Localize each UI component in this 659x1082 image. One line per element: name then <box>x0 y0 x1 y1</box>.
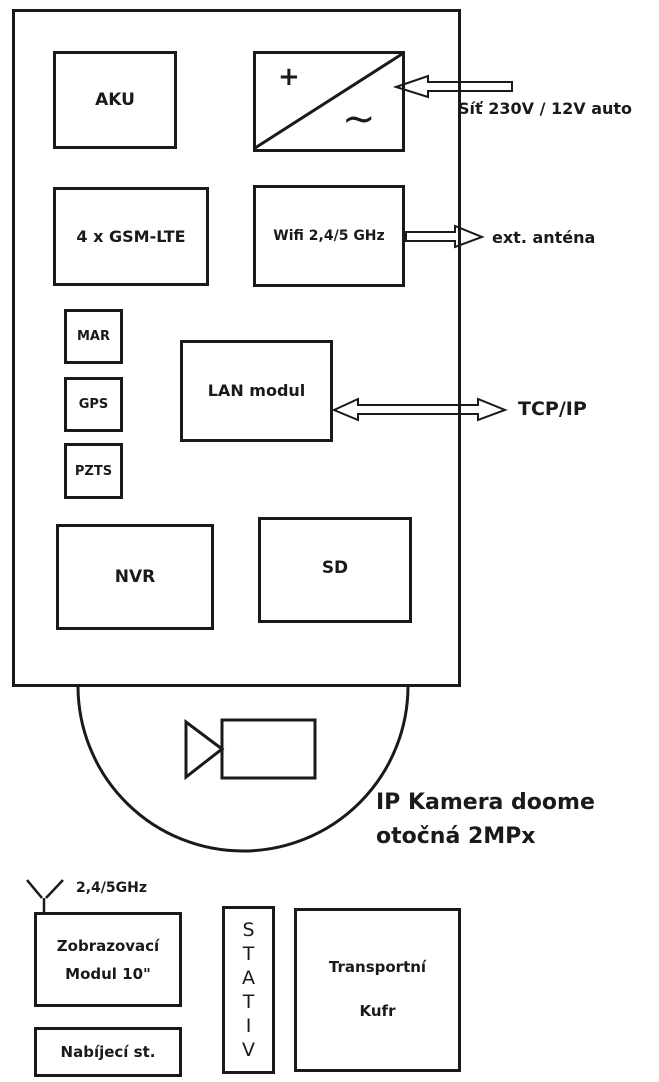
gsm-box: 4 x GSM-LTE <box>53 187 209 286</box>
converter-diagonal <box>254 52 403 150</box>
antenna-label: ext. anténa <box>492 228 596 247</box>
antenna-left <box>26 879 43 899</box>
wifi-box: Wifi 2,4/5 GHz <box>253 185 405 287</box>
camera-body <box>220 718 317 780</box>
main-unit <box>12 9 461 687</box>
display-module-line1: Zobrazovací <box>56 936 160 955</box>
power-input-label: Síť 230V / 12V auto <box>458 99 633 118</box>
transport-case-line1: Transportní <box>328 958 427 976</box>
stand-letter: S <box>242 919 255 941</box>
pzts-label: PZTS <box>74 463 113 479</box>
nvr-label: NVR <box>114 567 156 587</box>
lan-label: LAN modul <box>207 381 306 400</box>
camera-caption: IP Kamera doome otočná 2MPx <box>376 786 595 854</box>
converter-box <box>253 51 405 152</box>
aku-box: AKU <box>53 51 177 149</box>
camera-dome <box>76 685 410 853</box>
power-arrow <box>392 74 513 99</box>
charger-box: Nabíjecí st. <box>34 1027 182 1077</box>
display-module-line2: Modul 10" <box>65 964 151 983</box>
aku-label: AKU <box>95 90 135 110</box>
mar-label: MAR <box>76 329 110 344</box>
converter-ac: ~ <box>342 96 376 142</box>
charger-label: Nabíjecí st. <box>60 1043 156 1061</box>
gps-box: GPS <box>64 377 123 432</box>
tcpip-arrow <box>331 397 508 422</box>
stand-letter: V <box>242 1039 255 1061</box>
gps-label: GPS <box>78 397 109 412</box>
stand-letter: I <box>245 1015 252 1037</box>
camera-lens <box>184 719 225 781</box>
gsm-label: 4 x GSM-LTE <box>76 227 186 246</box>
camera-caption-line1: IP Kamera doome <box>376 790 595 815</box>
nvr-box: NVR <box>56 524 214 630</box>
stand-letter: T <box>242 991 255 1013</box>
mar-box: MAR <box>64 309 123 364</box>
tcpip-label: TCP/IP <box>518 398 587 420</box>
wireless-label: 2,4/5GHz <box>76 880 148 896</box>
transport-case-line2: Kufr <box>359 1002 396 1020</box>
sd-box: SD <box>258 517 412 623</box>
stand-box: S T A T I V <box>222 906 275 1074</box>
display-module-box: Zobrazovací Modul 10" <box>34 912 182 1007</box>
lan-box: LAN modul <box>180 340 333 442</box>
camera-caption-line2: otočná 2MPx <box>376 824 536 849</box>
antenna-arrow <box>405 224 485 249</box>
pzts-box: PZTS <box>64 443 123 499</box>
sd-label: SD <box>321 558 349 578</box>
stand-letter: A <box>242 967 255 989</box>
antenna-right <box>45 879 64 899</box>
converter-plus: + <box>278 62 300 92</box>
stand-letter: T <box>242 943 255 965</box>
wifi-label: Wifi 2,4/5 GHz <box>273 228 385 244</box>
transport-case-box: Transportní Kufr <box>294 908 461 1072</box>
